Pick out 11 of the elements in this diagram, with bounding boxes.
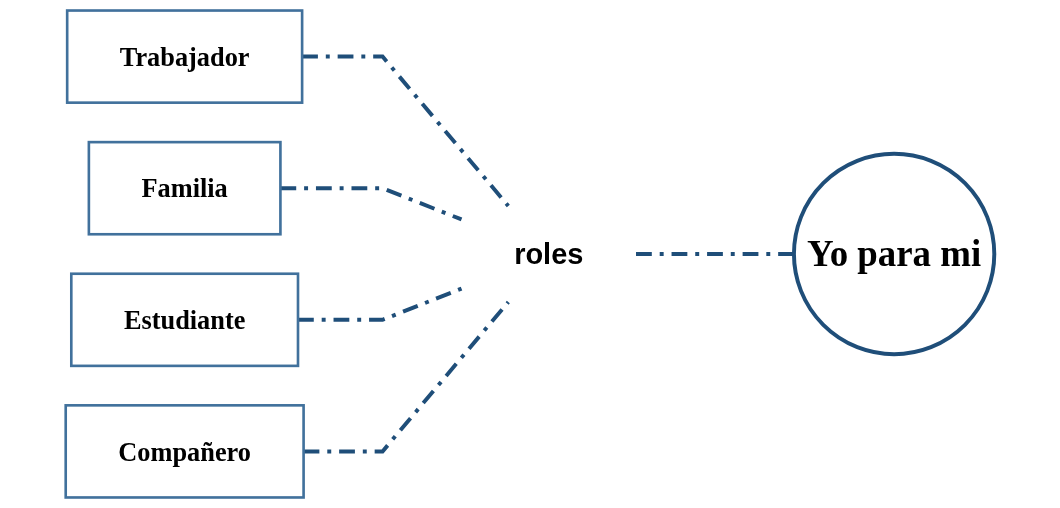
connector xyxy=(298,286,463,322)
connector xyxy=(303,300,510,454)
node-circle: Yo para mi xyxy=(791,151,997,357)
node-box: Estudiante xyxy=(70,272,300,368)
node-box: Compañero xyxy=(64,404,305,499)
connector xyxy=(280,186,463,222)
node-box: Familia xyxy=(87,140,282,236)
node-text: roles xyxy=(514,237,584,271)
node-box: Trabajador xyxy=(65,9,304,104)
connector xyxy=(302,54,510,208)
connector xyxy=(636,252,794,256)
